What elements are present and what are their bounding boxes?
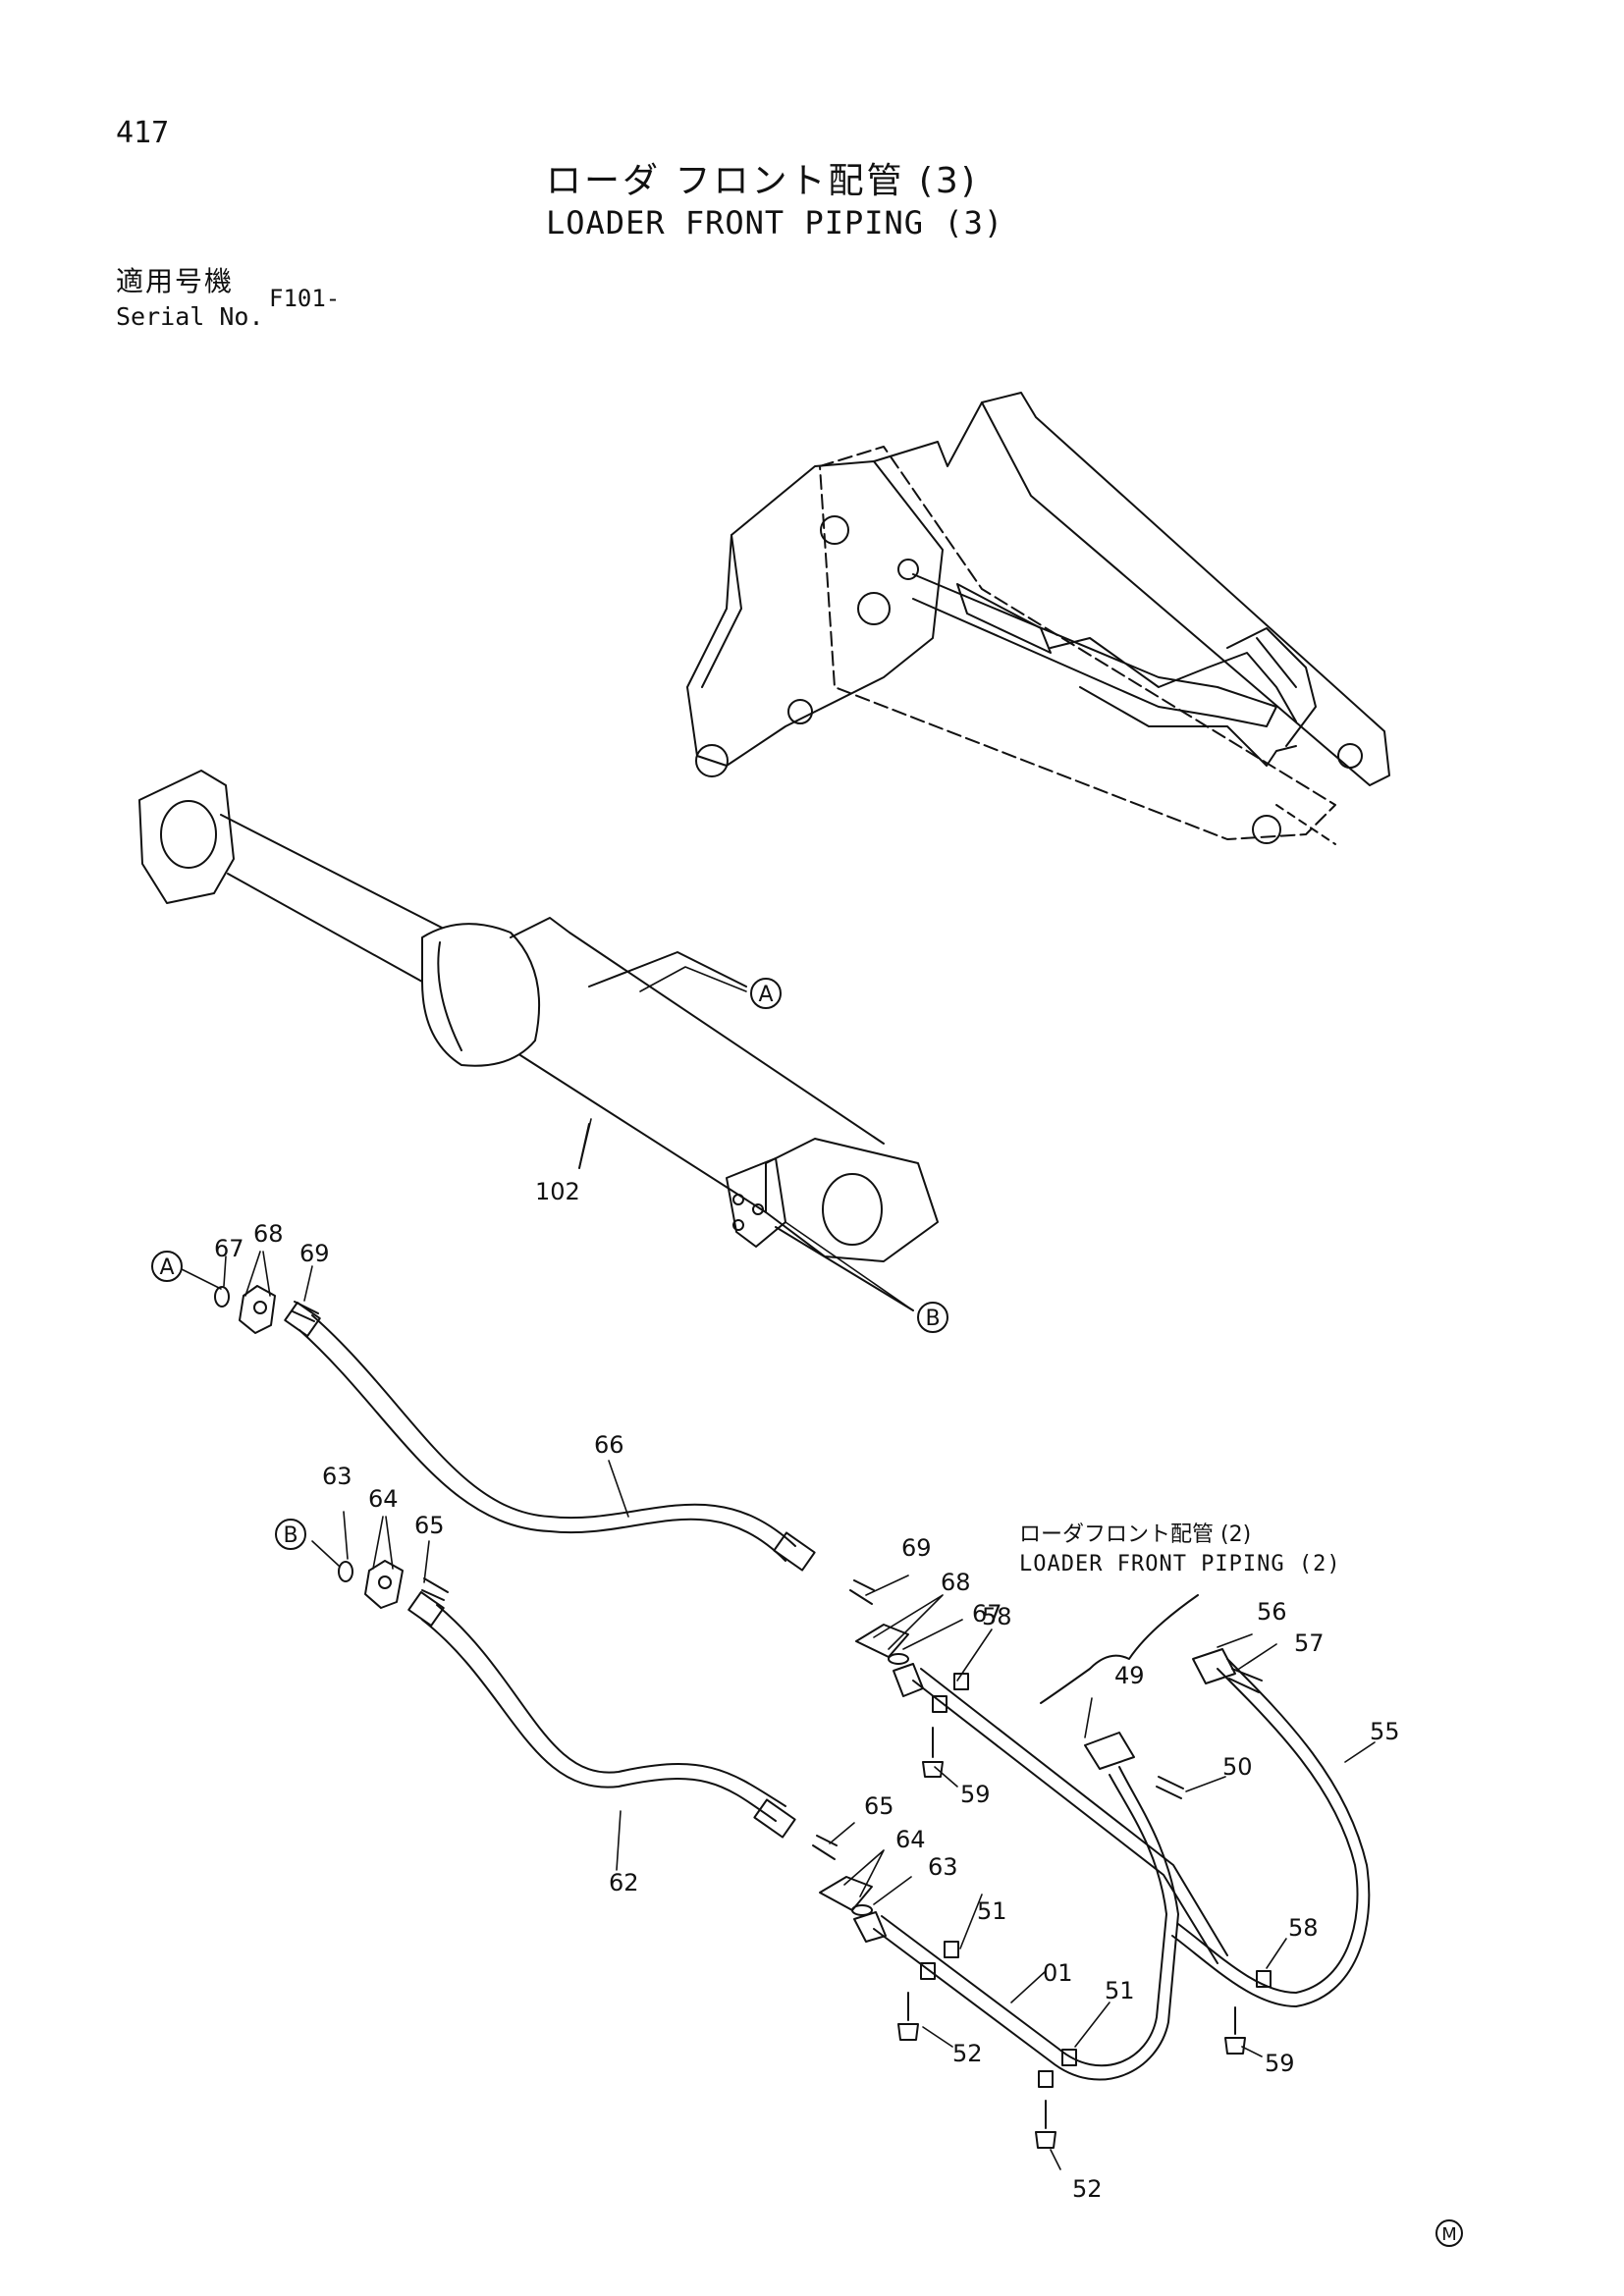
part-label: 63	[322, 1463, 352, 1490]
part-label: 69	[299, 1240, 330, 1267]
part-label: 52	[952, 2040, 983, 2067]
part-number-labels: 102 67 68 69 66 63 64 65 69 68 67 58 59 …	[214, 1178, 1400, 2203]
part-label: 59	[960, 1781, 991, 1808]
leader-lines	[181, 966, 1376, 2170]
part-label: 51	[1105, 1977, 1135, 2004]
part-label: 68	[941, 1569, 971, 1596]
callout-circle-hose-B	[275, 1519, 306, 1550]
m-mark: M	[1441, 2224, 1457, 2245]
part-label: 55	[1370, 1718, 1400, 1745]
part-label: 66	[594, 1431, 624, 1459]
callout-cyl-B: B	[925, 1307, 940, 1331]
callout-circle-cyl-A	[750, 978, 782, 1009]
callout-cyl-A: A	[758, 983, 773, 1007]
part-label: 64	[895, 1826, 926, 1853]
callout-circle-cyl-B	[917, 1302, 948, 1333]
part-label: 68	[253, 1220, 284, 1248]
part-label: 65	[414, 1512, 445, 1539]
part-label: 64	[368, 1485, 399, 1513]
serial-label-japanese: 適用号機	[116, 265, 235, 297]
callout-hose-A: A	[159, 1255, 174, 1280]
page-number: 417	[116, 116, 170, 150]
part-label: 69	[901, 1534, 932, 1562]
part-label: 57	[1294, 1629, 1325, 1657]
loader-boom-overview	[686, 392, 1390, 845]
part-label: 59	[1265, 2050, 1295, 2077]
part-label: 67	[972, 1600, 1002, 1628]
hose-62	[407, 1590, 796, 1839]
bolts	[897, 1668, 1263, 2149]
reference-bracket	[1040, 1594, 1199, 1704]
fittings-right	[812, 1579, 909, 1916]
callout-hose-B: B	[283, 1523, 298, 1548]
part-label: 102	[535, 1178, 580, 1205]
steel-pipes	[853, 1648, 1371, 2088]
part-label: 58	[982, 1603, 1012, 1630]
part-label: 49	[1114, 1662, 1145, 1689]
part-label: 58	[1288, 1914, 1319, 1942]
page-title-english: LOADER FRONT PIPING (3)	[546, 204, 1004, 241]
part-label: 67	[214, 1235, 244, 1262]
serial-label-english: Serial No.	[116, 302, 264, 331]
part-label: 62	[609, 1869, 639, 1896]
page-title-japanese: ローダ フロント配管 (3)	[546, 161, 978, 201]
reference-label-english: LOADER FRONT PIPING (2)	[1019, 1552, 1341, 1576]
hydraulic-cylinder-102	[138, 770, 939, 1311]
part-label: 50	[1222, 1753, 1253, 1781]
part-label: 01	[1043, 1959, 1073, 1987]
part-label: 52	[1072, 2175, 1103, 2203]
part-label: 51	[977, 1897, 1007, 1925]
hose-66	[284, 1301, 816, 1572]
serial-number-value: F101-	[269, 285, 341, 312]
part-label: 65	[864, 1792, 894, 1820]
reference-label-japanese: ローダフロント配管 (2)	[1019, 1522, 1252, 1547]
part-label: 63	[928, 1853, 958, 1881]
fittings-left	[214, 1285, 449, 1609]
part-label: 56	[1257, 1598, 1287, 1626]
callout-circle-mark	[1435, 2219, 1463, 2247]
callout-circle-hose-A	[151, 1251, 183, 1282]
